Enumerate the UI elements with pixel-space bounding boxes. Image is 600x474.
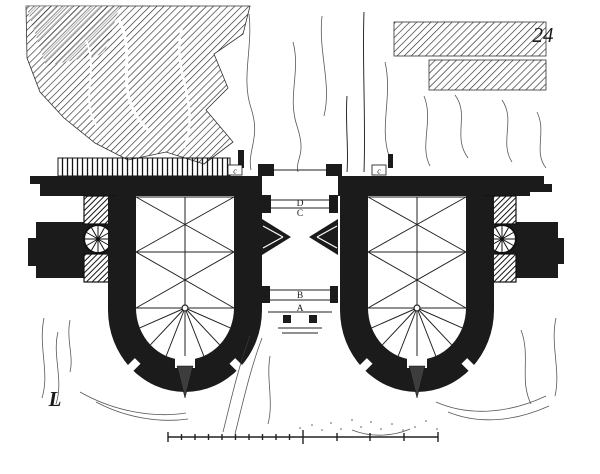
gate-jamb-top-left	[258, 164, 274, 176]
curtain-wall-right	[338, 176, 514, 196]
left-tower	[107, 195, 263, 399]
label-d: D	[297, 199, 304, 209]
label-c: C	[297, 209, 303, 219]
lower-gate-jamb-right	[330, 286, 338, 303]
gate-block-left-label: c	[233, 167, 237, 176]
hatched-wall-band	[393, 21, 547, 57]
erosion-channel	[177, 27, 191, 149]
lower-gate: B A	[262, 286, 338, 334]
erosion-channel	[116, 17, 152, 134]
curtain-wall-left	[58, 176, 262, 196]
bridge-pier-left	[283, 315, 291, 323]
terrain-dark-patch	[26, 6, 120, 66]
beak-turret-right	[309, 219, 338, 255]
upper-gate-jamb-left	[262, 195, 271, 213]
terrain-upper-right	[393, 21, 547, 91]
contour-lines-bottom	[41, 317, 558, 436]
upper-gate-jamb-right	[329, 195, 338, 213]
lower-gate-jamb-left	[262, 286, 270, 303]
spiral-stair-right-spokes	[489, 226, 515, 252]
approach-road	[345, 11, 366, 173]
gate-block-left	[227, 164, 243, 176]
plate-number: 24	[533, 23, 555, 47]
bridge-pier-right	[309, 315, 317, 323]
curtain-step-right	[514, 176, 552, 196]
flank-spur-right	[556, 238, 564, 264]
label-b: B	[297, 291, 303, 301]
engraver-monogram: L	[48, 387, 62, 411]
spiral-stair-left-spokes	[85, 226, 111, 252]
curtain-step-left	[30, 176, 58, 196]
wall-stub-right	[388, 154, 393, 168]
gate-block-right	[371, 164, 387, 176]
beak-turrets	[262, 219, 338, 255]
gate-jamb-top-right	[326, 164, 342, 176]
curtain-walls	[30, 150, 552, 196]
flank-spur-left	[28, 238, 38, 266]
bridge-steps	[278, 327, 322, 334]
upper-gate: c c D C	[227, 164, 387, 219]
wall-stub-left	[238, 150, 244, 168]
machicolation-strip	[57, 157, 231, 177]
gate-block-right-label: c	[377, 167, 381, 176]
erosion-channel	[85, 39, 99, 129]
scale-bar	[167, 430, 439, 444]
hatched-wall-block	[428, 59, 547, 91]
beak-turret-left	[262, 219, 291, 255]
right-tower	[339, 195, 495, 399]
label-a: A	[297, 304, 304, 314]
contour-lines-top	[246, 13, 547, 173]
stipple-dots	[299, 419, 438, 431]
